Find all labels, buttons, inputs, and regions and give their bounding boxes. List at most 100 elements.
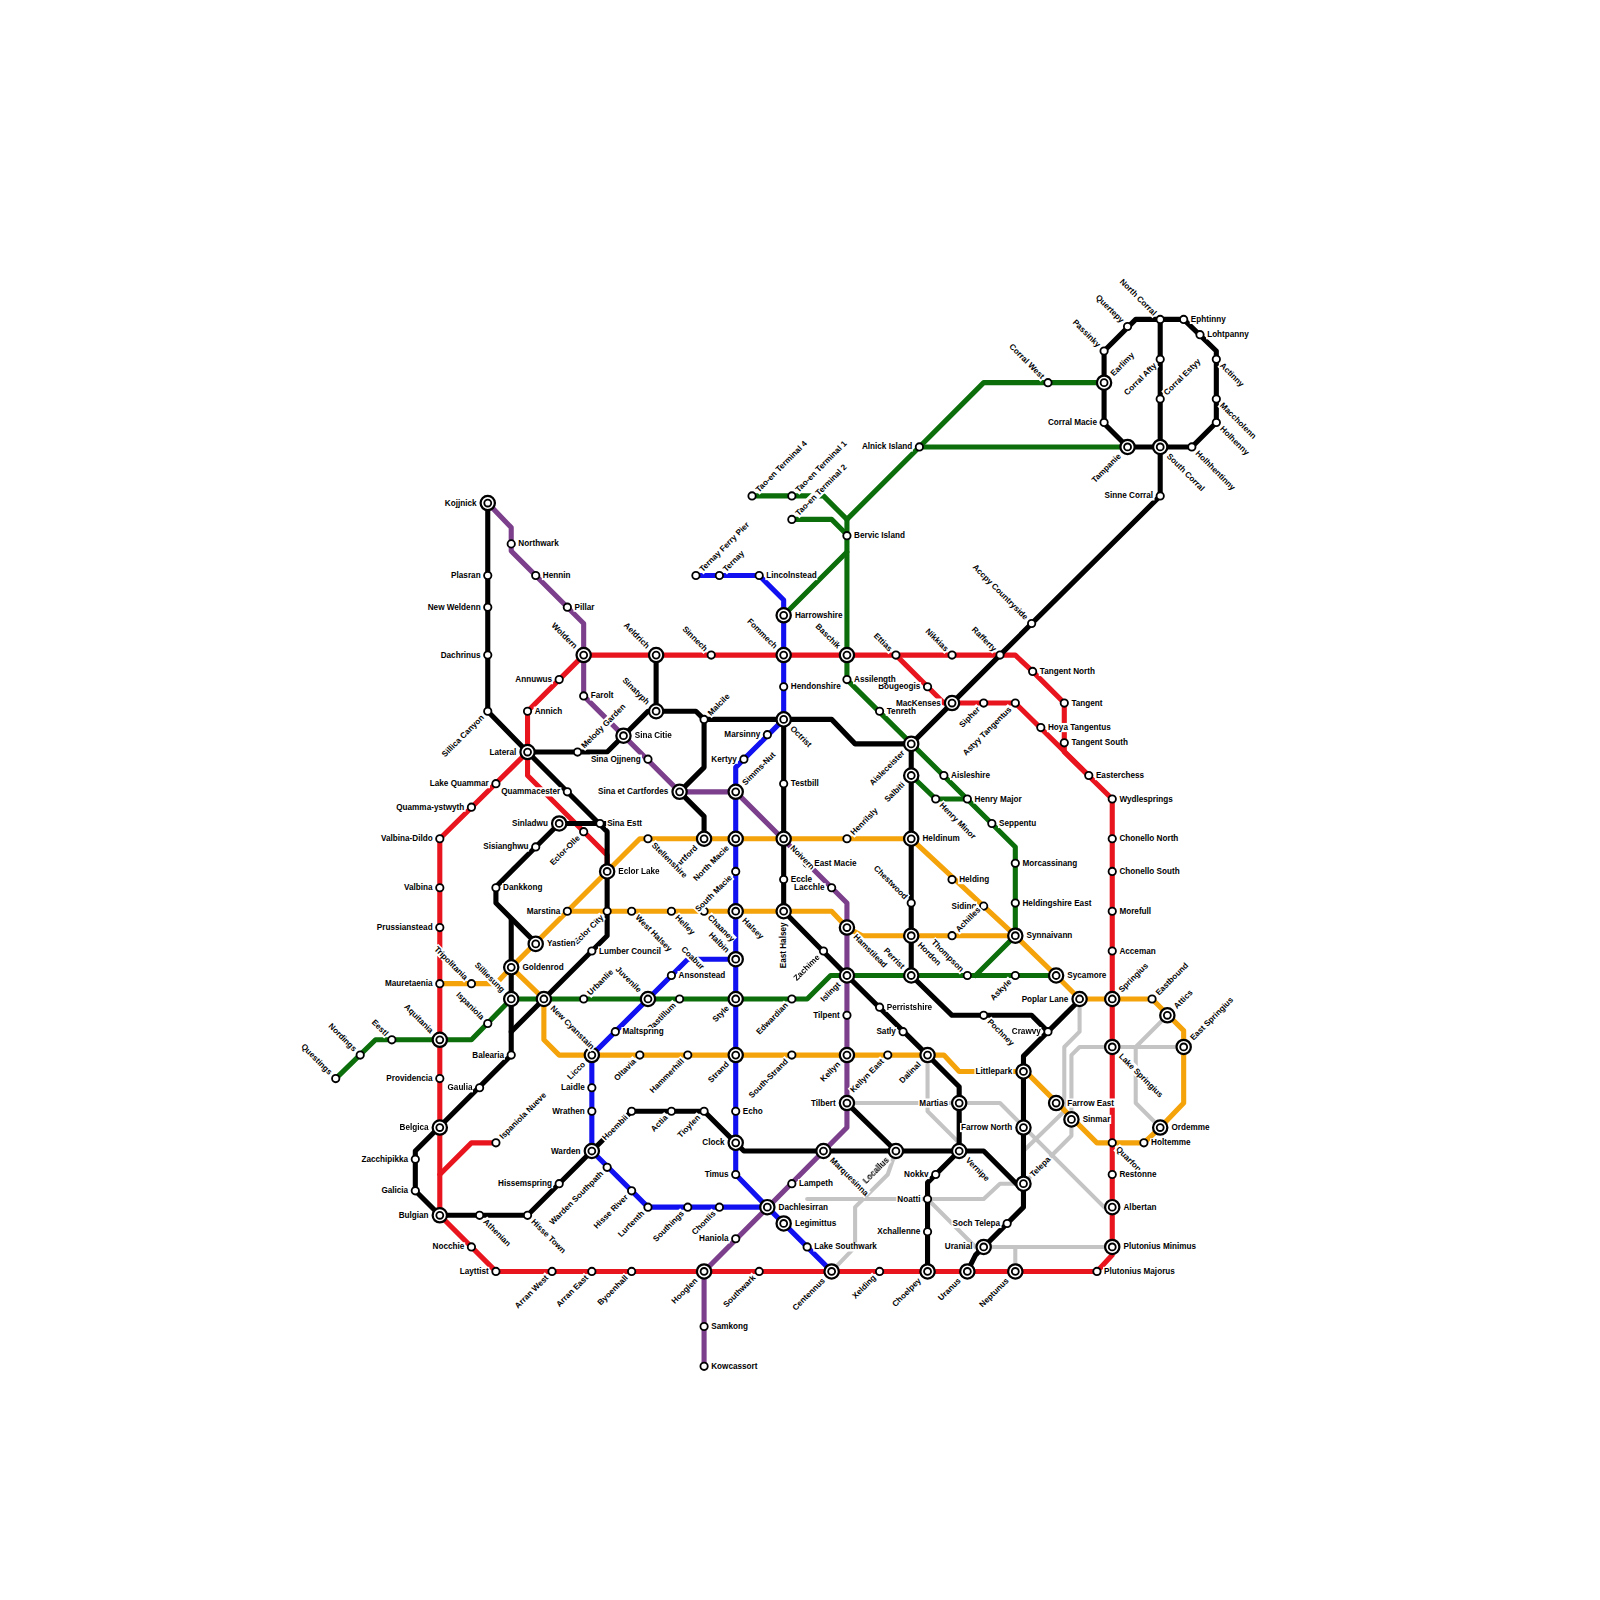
station-marker xyxy=(1061,699,1068,706)
station-marker xyxy=(436,1075,443,1082)
station-marker xyxy=(524,708,531,715)
station-marker xyxy=(628,1108,635,1115)
station-marker xyxy=(716,1203,723,1210)
station-marker xyxy=(476,1212,483,1219)
station-label: Soch Telepa xyxy=(951,1219,1001,1228)
station-marker xyxy=(1049,968,1063,982)
station-marker xyxy=(788,1180,795,1187)
station-label: Lurtenth xyxy=(616,1208,647,1239)
station-marker xyxy=(684,1203,691,1210)
station-label: Assilength xyxy=(853,675,897,684)
station-marker xyxy=(476,1084,483,1091)
station-marker xyxy=(1160,1008,1174,1022)
station-label: Gaulia xyxy=(446,1083,473,1092)
station-label: Uranial xyxy=(944,1242,974,1251)
black-line xyxy=(967,1032,1048,1272)
station-label: Hendonshire xyxy=(790,682,842,691)
black-line xyxy=(911,744,1079,1032)
station-marker xyxy=(932,1171,939,1178)
station-marker xyxy=(588,1108,595,1115)
station-label: Maltspring xyxy=(621,1027,664,1036)
station-label: Quamma-ystwyth xyxy=(395,803,465,812)
station-label: Echo xyxy=(742,1107,764,1116)
station-marker xyxy=(676,788,683,795)
station-marker xyxy=(649,704,663,718)
station-label: Bulgian xyxy=(398,1211,430,1220)
station-marker xyxy=(840,920,854,934)
station-marker xyxy=(1213,395,1220,402)
station-label: Valbina-Dildo xyxy=(380,834,434,843)
station-marker xyxy=(1012,932,1019,939)
station-marker xyxy=(556,676,563,683)
station-marker xyxy=(908,899,915,906)
station-marker xyxy=(948,651,955,658)
station-marker xyxy=(1028,620,1035,627)
station-marker xyxy=(684,1051,691,1058)
station-marker xyxy=(1188,443,1195,450)
station-marker xyxy=(604,868,611,875)
station-marker xyxy=(876,708,883,715)
station-label: Chonello North xyxy=(1118,834,1179,843)
station-label: Southings xyxy=(651,1208,687,1244)
station-label: Sina Ojjneng xyxy=(590,755,642,764)
station-marker xyxy=(588,1084,595,1091)
station-label: Hissemspring xyxy=(497,1179,553,1188)
station-marker xyxy=(777,832,791,846)
station-marker xyxy=(468,980,475,987)
station-marker xyxy=(843,676,850,683)
station-label: Octrist xyxy=(788,723,815,750)
station-marker xyxy=(1105,1040,1119,1054)
station-label: Layttist xyxy=(459,1267,490,1276)
station-label: Tangent South xyxy=(1070,738,1129,747)
station-marker xyxy=(616,729,630,743)
station-marker xyxy=(1164,1012,1171,1019)
grey-line xyxy=(847,1103,1112,1207)
station-marker xyxy=(843,1052,850,1059)
station-marker xyxy=(843,972,850,979)
green-line xyxy=(336,383,1128,1079)
station-marker xyxy=(433,1208,447,1222)
station-marker xyxy=(729,904,743,918)
station-marker xyxy=(777,1216,791,1230)
station-marker xyxy=(732,868,739,875)
station-marker xyxy=(1177,1040,1191,1054)
station-label: Tenreth xyxy=(886,707,917,716)
station-marker xyxy=(820,1148,827,1155)
station-marker xyxy=(588,1268,595,1275)
station-marker xyxy=(1037,724,1044,731)
station-label: Dachrinus xyxy=(440,651,482,660)
station-marker xyxy=(556,820,563,827)
station-label: Providencia xyxy=(385,1074,433,1083)
station-marker xyxy=(1109,795,1116,802)
station-marker xyxy=(649,648,663,662)
station-marker xyxy=(964,1268,971,1275)
station-label: Restonne xyxy=(1118,1170,1157,1179)
station-label: East Halsey xyxy=(779,921,788,969)
station-marker xyxy=(924,1268,931,1275)
station-marker xyxy=(1109,868,1116,875)
station-marker xyxy=(1153,440,1167,454)
station-marker xyxy=(732,1235,739,1242)
station-marker xyxy=(904,968,918,982)
station-marker xyxy=(508,540,515,547)
station-marker xyxy=(628,908,635,915)
station-marker xyxy=(412,1156,419,1163)
station-marker xyxy=(1053,1100,1060,1107)
station-marker xyxy=(908,932,915,939)
station-label: Eestl xyxy=(369,1017,391,1039)
station-marker xyxy=(564,908,571,915)
station-marker xyxy=(729,992,743,1006)
station-marker xyxy=(357,1051,364,1058)
station-marker xyxy=(588,1052,595,1059)
station-marker xyxy=(820,947,827,954)
purple-line xyxy=(488,503,847,1366)
station-marker xyxy=(1049,1096,1063,1110)
station-marker xyxy=(764,1204,771,1211)
station-label: Belgica xyxy=(399,1123,430,1132)
station-label: New Cyanstain xyxy=(548,1003,597,1052)
station-marker xyxy=(732,1171,739,1178)
station-marker xyxy=(892,1148,899,1155)
station-marker xyxy=(644,1203,651,1210)
